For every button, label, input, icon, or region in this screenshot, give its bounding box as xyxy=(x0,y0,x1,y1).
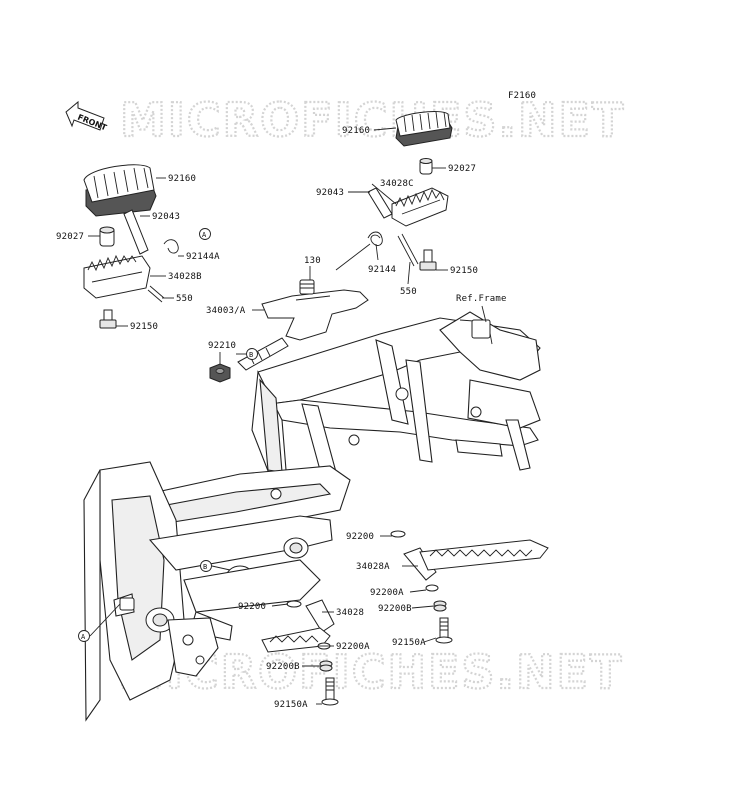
washer-92200b-lower xyxy=(319,660,333,672)
spring-92144a xyxy=(163,239,179,254)
pin-92043-left xyxy=(123,209,149,255)
callout-a-upper: A xyxy=(199,228,211,240)
label-34028: 34028 xyxy=(336,608,364,618)
label-92200b-lower: 92200B xyxy=(266,662,300,672)
washer-92200-lower xyxy=(286,600,302,608)
label-92043-top: 92043 xyxy=(316,188,344,198)
pin-92043-right xyxy=(367,187,393,219)
callout-b-lower: B xyxy=(200,560,212,572)
bolt-92150-left xyxy=(99,309,117,329)
cotter-pin-550-right xyxy=(397,233,419,267)
cotter-pin-550-left xyxy=(147,285,165,303)
label-92160-top: 92160 xyxy=(342,126,370,136)
bolt-92150-right xyxy=(419,249,437,271)
svg-text:B: B xyxy=(203,563,207,571)
footpeg-bracket-34028b xyxy=(83,254,151,299)
label-92200-upper: 92200 xyxy=(346,532,374,542)
label-34028c: 34028C xyxy=(380,179,414,189)
bolt-92150a-lower xyxy=(321,677,339,706)
spring-92144 xyxy=(335,231,383,271)
washer-92200b-upper xyxy=(433,600,447,612)
label-92043-left: 92043 xyxy=(152,212,180,222)
label-34003a: 34003/A xyxy=(206,306,246,316)
watermark-top: MICROFICHES.NET xyxy=(120,93,625,147)
step-bracket-34028 xyxy=(261,599,335,653)
label-92200b-upper: 92200B xyxy=(378,604,412,614)
label-550-left: 550 xyxy=(176,294,193,304)
washer-92200-upper xyxy=(390,530,406,538)
washer-92200a-upper xyxy=(425,584,439,592)
bolt-92150a-upper xyxy=(435,617,453,644)
callout-a-lower: A xyxy=(78,630,90,642)
label-550-right: 550 xyxy=(400,287,417,297)
label-92200-lower: 92200 xyxy=(238,602,266,612)
label-92200a-upper: 92200A xyxy=(370,588,404,598)
callout-b-upper: B xyxy=(246,348,258,360)
leader-lines xyxy=(88,127,487,705)
footpeg-bracket-34028c xyxy=(391,187,449,227)
label-34028b: 34028B xyxy=(168,272,202,282)
figure-code: F2160 xyxy=(508,91,536,101)
label-34028a: 34028A xyxy=(356,562,390,572)
svg-text:A: A xyxy=(81,633,86,641)
svg-text:A: A xyxy=(202,231,207,239)
label-92027-left: 92027 xyxy=(56,232,84,242)
step-bracket-34028a xyxy=(403,539,549,581)
label-92150a-upper: 92150A xyxy=(392,638,426,648)
label-92160-left: 92160 xyxy=(168,174,196,184)
footpeg-rubber-right xyxy=(395,111,453,147)
front-arrow-icon: FRONT xyxy=(65,100,108,133)
label-92150-left: 92150 xyxy=(130,322,158,332)
label-92144: 92144 xyxy=(368,265,396,275)
footpeg-bushing-right xyxy=(419,158,433,175)
label-130: 130 xyxy=(304,256,321,266)
footpeg-holder-34003a xyxy=(237,279,369,371)
label-92144a: 92144A xyxy=(186,252,220,262)
label-92200a-lower: 92200A xyxy=(336,642,370,652)
svg-text:B: B xyxy=(249,351,253,359)
footpeg-bushing-left xyxy=(99,226,115,247)
label-92150-right: 92150 xyxy=(450,266,478,276)
motorcycle-frame xyxy=(83,311,541,722)
label-92150a-lower: 92150A xyxy=(274,700,308,710)
footpeg-rubber-left xyxy=(83,164,157,217)
nut-92210 xyxy=(209,363,231,383)
label-92210: 92210 xyxy=(208,341,236,351)
label-92027-top: 92027 xyxy=(448,164,476,174)
label-ref-frame: Ref.Frame xyxy=(456,294,507,304)
